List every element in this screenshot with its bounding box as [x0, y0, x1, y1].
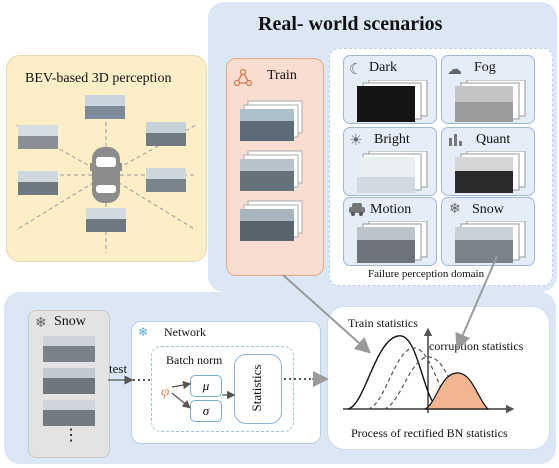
phi-symbol: φ — [161, 384, 170, 400]
statistics-box — [234, 354, 282, 424]
train-to-chart-arrow — [282, 274, 371, 354]
failure-to-chart-arrow — [455, 255, 498, 350]
network-label: Network — [164, 325, 206, 339]
phi-to-sigma-arrow — [171, 392, 191, 409]
intermediate-curve-2 — [383, 356, 469, 410]
card-motion-label: Motion — [370, 202, 412, 217]
train-network-icon — [233, 68, 253, 87]
chart-caption: Process of rectified BN statistics — [351, 426, 508, 440]
snow-test-images — [43, 336, 95, 426]
card-quant-label: Quant — [476, 132, 511, 147]
test-label: test — [109, 361, 128, 376]
snowflake-icon: ❄ — [449, 202, 461, 217]
dark-image-stack — [357, 80, 428, 122]
snow-test-label: Snow — [54, 314, 86, 329]
bn-statistics-chart — [327, 306, 550, 450]
car-icon — [348, 201, 366, 217]
snow-image-stack — [455, 221, 526, 263]
intermediate-curve-1 — [367, 347, 456, 410]
sigma-box: σ — [190, 400, 222, 422]
sigma-symbol: σ — [202, 403, 210, 418]
car-icon — [90, 147, 122, 203]
bright-image-stack — [357, 151, 428, 193]
failure-domain-label: Failure perception domain — [368, 268, 485, 280]
card-dark-label: Dark — [369, 60, 397, 75]
cloud-moon-icon: ☾ — [349, 62, 363, 78]
snowflake-icon: ❄ — [138, 325, 149, 339]
page-title: Real- world scenarios — [258, 13, 443, 35]
batch-norm-label: Batch norm — [166, 353, 223, 367]
bar-chart-icon — [447, 131, 463, 147]
sun-icon: ☀ — [349, 133, 363, 149]
train-distribution-curve — [347, 335, 439, 410]
motion-image-stack — [357, 221, 428, 263]
snowflake-icon: ❄ — [35, 316, 47, 331]
quant-image-stack — [455, 151, 526, 193]
train-label: Train — [267, 68, 297, 83]
cloud-icon: ☁ — [447, 62, 462, 78]
corruption-statistics-label: corruption statistics — [429, 339, 524, 353]
more-images-ellipsis: ⋮ — [63, 427, 79, 444]
phi-to-mu-arrow — [171, 380, 192, 390]
card-bright-label: Bright — [374, 132, 410, 147]
bev-label: BEV-based 3D perception — [25, 71, 172, 86]
card-snow-label: Snow — [472, 202, 504, 217]
batch-norm-box — [151, 346, 294, 432]
corruption-distribution-curve — [424, 372, 490, 410]
fog-image-stack — [455, 80, 526, 122]
mu-symbol: μ — [202, 378, 210, 393]
bev-diagram — [15, 95, 197, 253]
train-statistics-label: Train statistics — [348, 316, 418, 330]
card-fog-label: Fog — [474, 60, 496, 75]
train-image-stacks — [240, 100, 303, 241]
